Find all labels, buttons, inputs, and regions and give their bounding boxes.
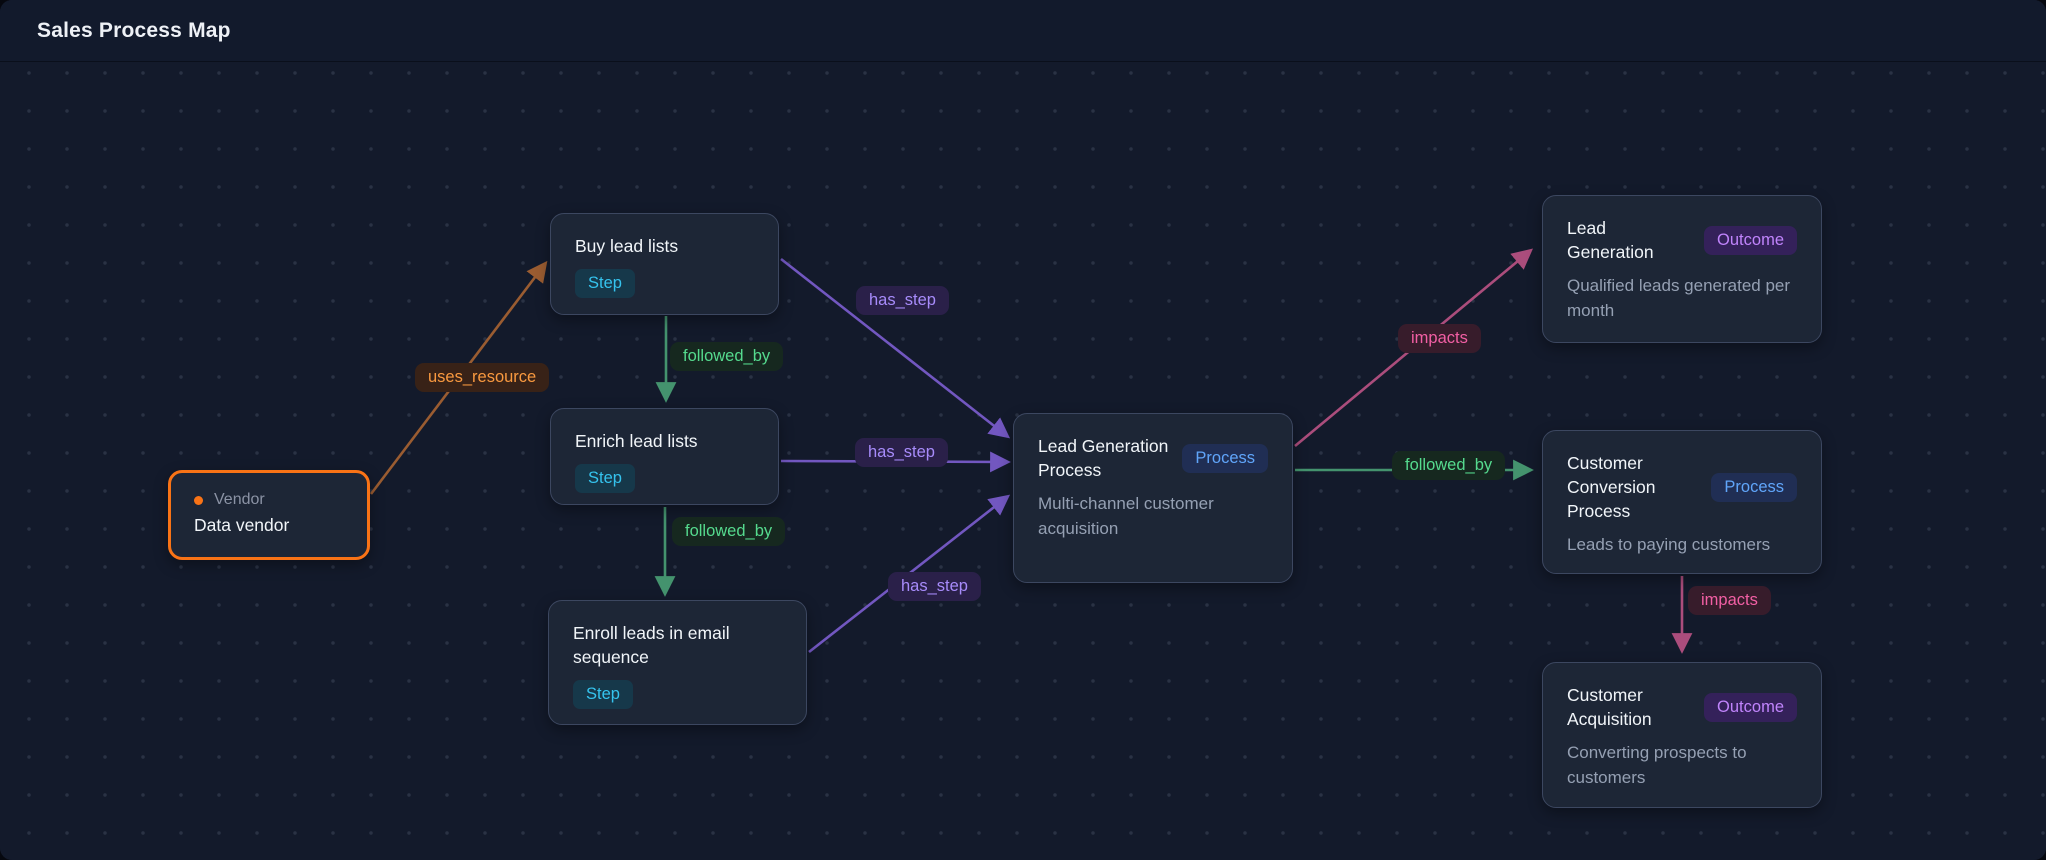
- node-title: Lead Generation Process: [1038, 436, 1169, 481]
- edge-label-has_step[interactable]: has_step: [855, 438, 948, 467]
- edge-label-impacts[interactable]: impacts: [1398, 324, 1481, 353]
- node-title: Lead Generation: [1567, 218, 1654, 263]
- node-header: Customer Acquisition Outcome: [1567, 683, 1797, 731]
- edge-label-followed_by[interactable]: followed_by: [672, 517, 786, 546]
- node-header: Lead Generation Outcome: [1567, 216, 1797, 264]
- node-title: Customer Acquisition: [1567, 685, 1652, 730]
- node-description: Leads to paying customers: [1567, 535, 1771, 555]
- node-type-badge: Step: [575, 464, 635, 494]
- edge-label-followed_by[interactable]: followed_by: [1392, 451, 1506, 480]
- edge-label-has_step[interactable]: has_step: [856, 286, 949, 315]
- edge-label-uses_resource[interactable]: uses_resource: [415, 363, 550, 392]
- node-header: Lead Generation Process Process: [1038, 434, 1268, 482]
- app-header: Sales Process Map: [0, 0, 2046, 62]
- node-type-badge: Process: [1182, 443, 1268, 473]
- entity-dot-icon: [194, 495, 203, 505]
- node-title: Customer Conversion Process: [1567, 453, 1656, 522]
- node-type-badge: Outcome: [1704, 225, 1797, 255]
- node-type-badge: Step: [575, 269, 635, 299]
- edge-label-impacts[interactable]: impacts: [1688, 586, 1771, 615]
- node-type-badge: Process: [1711, 472, 1797, 502]
- entity-type-label: Vendor: [214, 491, 265, 508]
- node-title: Buy lead lists: [575, 236, 679, 256]
- entity-type-row: Vendor: [194, 491, 344, 509]
- node-description: Converting prospects to customers: [1567, 743, 1747, 787]
- page-title: Sales Process Map: [37, 18, 231, 42]
- node-title: Enroll leads in email sequence: [573, 623, 730, 668]
- node-title: Data vendor: [194, 515, 290, 535]
- edge-label-followed_by[interactable]: followed_by: [670, 342, 784, 371]
- node-description: Qualified leads generated per month: [1567, 276, 1791, 320]
- node-header: Customer Conversion Process Process: [1567, 451, 1797, 523]
- node-title: Enrich lead lists: [575, 431, 698, 451]
- node-description: Multi-channel customer acquisition: [1038, 494, 1214, 538]
- edge-has_step-buy-lead-lists-to-lead-generation-process[interactable]: [780, 257, 1011, 439]
- node-type-badge: Step: [573, 680, 633, 710]
- edge-label-has_step[interactable]: has_step: [888, 572, 981, 601]
- node-type-badge: Outcome: [1704, 692, 1797, 722]
